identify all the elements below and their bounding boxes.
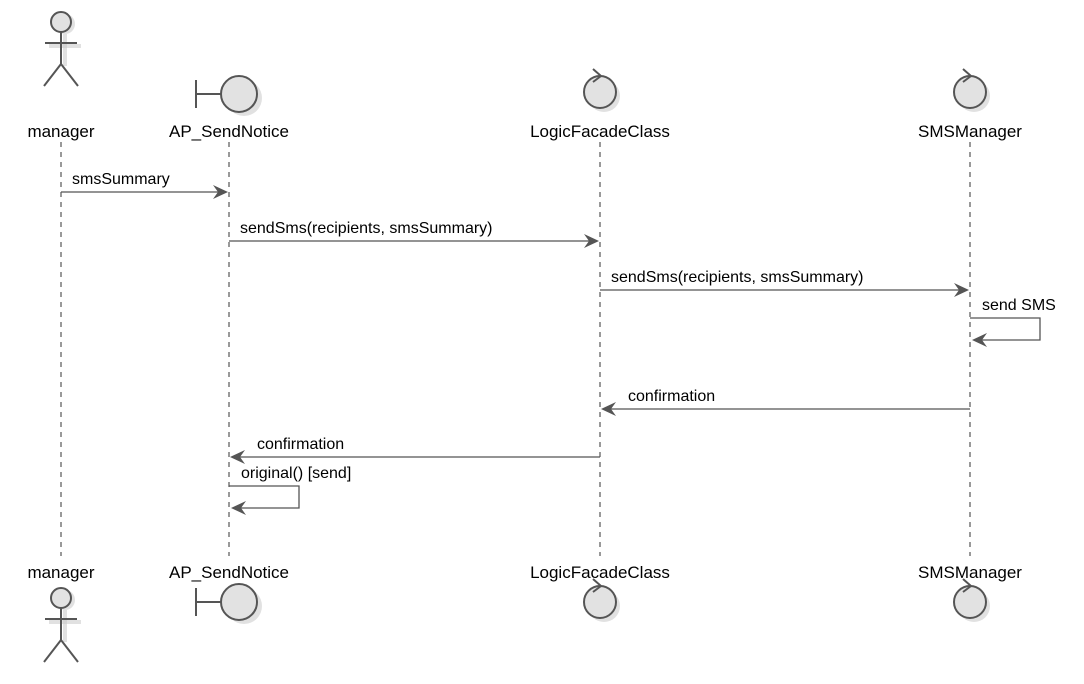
participant-manager-bottom: manager [27, 563, 95, 663]
participant-label: AP_SendNotice [169, 563, 289, 582]
actor-icon [43, 587, 81, 663]
participant-SMSManager-top: SMSManager [918, 68, 1022, 141]
message-6: confirmation [230, 436, 600, 464]
message-label: original() [send] [241, 465, 351, 482]
message-label: confirmation [628, 388, 715, 405]
arrowhead [584, 234, 599, 248]
message-label: confirmation [257, 436, 344, 453]
arrowhead [972, 333, 987, 347]
message-arrow [970, 317, 1041, 341]
boundary-icon [195, 583, 262, 624]
message-4: send SMS [970, 297, 1056, 347]
arrowhead [213, 185, 228, 199]
control-icon [953, 578, 990, 622]
message-2: sendSms(recipients, smsSummary) [229, 220, 599, 248]
participant-manager-top: manager [27, 11, 95, 141]
arrowhead [231, 501, 246, 515]
message-arrow [229, 485, 300, 509]
control-icon [583, 68, 620, 112]
arrowhead [230, 450, 245, 464]
control-icon [953, 68, 990, 112]
boundary-icon [195, 75, 262, 116]
message-3: sendSms(recipients, smsSummary) [600, 269, 969, 297]
participant-AP_SendNotice-bottom: AP_SendNotice [169, 563, 289, 624]
participant-SMSManager-bottom: SMSManager [918, 563, 1022, 622]
arrowhead [954, 283, 969, 297]
arrowhead [601, 402, 616, 416]
participant-label: AP_SendNotice [169, 122, 289, 141]
message-label: smsSummary [72, 171, 170, 188]
participant-LogicFacadeClass-bottom: LogicFacadeClass [530, 563, 670, 622]
actor-icon [43, 11, 81, 87]
participant-label: LogicFacadeClass [530, 563, 670, 582]
message-label: send SMS [982, 297, 1056, 314]
participant-label: manager [27, 122, 94, 141]
message-1: smsSummary [61, 171, 228, 199]
message-label: sendSms(recipients, smsSummary) [240, 220, 493, 237]
message-5: confirmation [601, 388, 970, 416]
participant-label: LogicFacadeClass [530, 122, 670, 141]
participant-AP_SendNotice-top: AP_SendNotice [169, 75, 289, 141]
control-icon [583, 578, 620, 622]
message-label: sendSms(recipients, smsSummary) [611, 269, 864, 286]
message-7: original() [send] [229, 465, 351, 515]
participant-label: SMSManager [918, 563, 1022, 582]
participant-LogicFacadeClass-top: LogicFacadeClass [530, 68, 670, 141]
participant-label: SMSManager [918, 122, 1022, 141]
participant-label: manager [27, 563, 94, 582]
